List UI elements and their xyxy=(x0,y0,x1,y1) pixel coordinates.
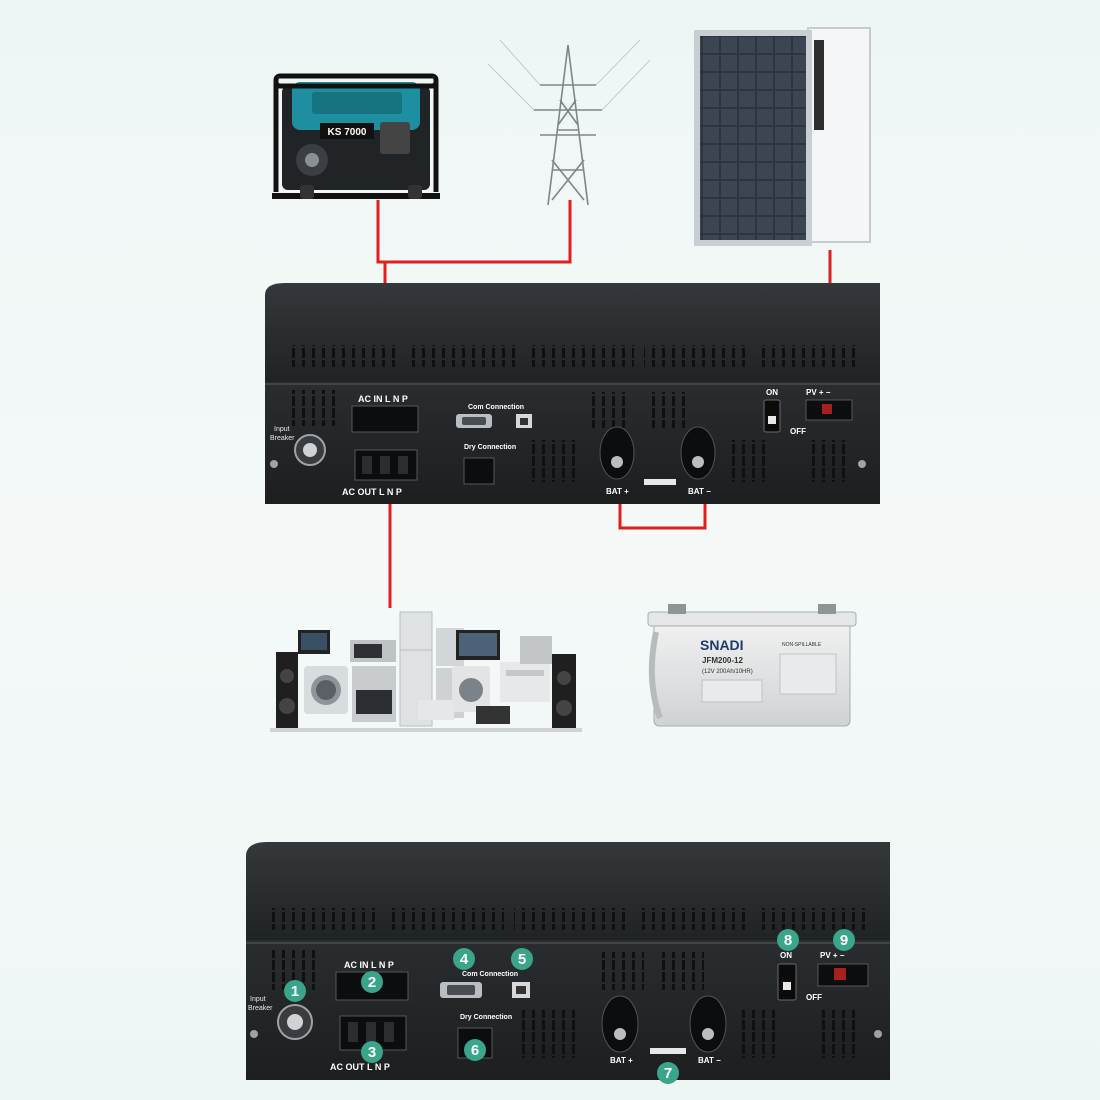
battery-minus-terminal xyxy=(689,995,727,1053)
svg-text:5: 5 xyxy=(518,951,526,968)
inverter-top: Input Breaker AC IN L N P AC OUT L N P C… xyxy=(265,283,880,504)
battery-plus-terminal xyxy=(601,995,639,1053)
com-connection-label: Com Connection xyxy=(468,404,524,411)
input-breaker-label-1: Input xyxy=(274,426,290,433)
marker-4: 4 xyxy=(453,948,475,970)
dry-connection-label: Dry Connection xyxy=(460,1014,512,1021)
bat-plus-label: BAT + xyxy=(610,1056,633,1065)
svg-text:9: 9 xyxy=(840,932,848,949)
wire-grid xyxy=(385,200,572,264)
on-label: ON xyxy=(780,951,792,960)
svg-text:2: 2 xyxy=(368,974,376,991)
input-breaker-label-2: Breaker xyxy=(248,1005,273,1012)
marker-2: 2 xyxy=(361,971,383,993)
marker-8: 8 xyxy=(777,929,799,951)
pv-label: PV + − xyxy=(820,951,845,960)
battery-plus-terminal xyxy=(599,426,635,480)
ac-in-terminal xyxy=(351,405,419,433)
marker-7: 7 xyxy=(657,1062,679,1084)
generator: KS 7000 xyxy=(272,73,440,199)
dry-connection-port xyxy=(463,457,495,485)
inverter-bottom: Input Breaker AC IN L N P AC OUT L N P C… xyxy=(246,842,890,1080)
marker-9: 9 xyxy=(833,929,855,951)
generator-model: KS 7000 xyxy=(328,127,367,138)
ac-out-label: AC OUT L N P xyxy=(342,487,402,497)
battery-minus-terminal xyxy=(680,426,716,480)
svg-text:1: 1 xyxy=(291,983,299,1000)
input-breaker-label-2: Breaker xyxy=(270,435,295,442)
bat-plus-label: BAT + xyxy=(606,487,629,496)
solar-panel xyxy=(694,27,871,246)
svg-text:4: 4 xyxy=(460,951,469,968)
ac-out-label: AC OUT L N P xyxy=(330,1062,390,1072)
ac-in-label: AC IN L N P xyxy=(344,960,394,970)
com-connection-label: Com Connection xyxy=(462,971,518,978)
battery-brand: SNADI xyxy=(700,637,744,653)
marker-3: 3 xyxy=(361,1041,383,1063)
battery-tag: NON-SPILLABLE xyxy=(782,642,822,648)
marker-1: 1 xyxy=(284,980,306,1002)
marker-6: 6 xyxy=(464,1039,486,1061)
input-breaker-label-1: Input xyxy=(250,996,266,1003)
pv-label: PV + − xyxy=(806,388,831,397)
battery: SNADI JFM200-12 (12V 200Ah/10HR) NON-SPI… xyxy=(647,604,857,727)
off-label: OFF xyxy=(790,427,806,436)
svg-text:7: 7 xyxy=(664,1065,672,1082)
svg-text:8: 8 xyxy=(784,932,792,949)
battery-spec: (12V 200Ah/10HR) xyxy=(702,669,753,675)
marker-5: 5 xyxy=(511,948,533,970)
svg-text:3: 3 xyxy=(368,1044,376,1061)
home-appliances xyxy=(270,611,582,732)
off-label: OFF xyxy=(806,993,822,1002)
ac-in-label: AC IN L N P xyxy=(358,394,408,404)
grid-tower-icon xyxy=(487,39,651,206)
bat-minus-label: BAT − xyxy=(698,1056,721,1065)
battery-model: JFM200-12 xyxy=(702,656,743,665)
dry-connection-label: Dry Connection xyxy=(464,444,516,451)
callout-markers: 1 2 3 4 5 6 7 8 9 xyxy=(284,929,855,1084)
on-label: ON xyxy=(766,388,778,397)
bat-minus-label: BAT − xyxy=(688,487,711,496)
svg-text:6: 6 xyxy=(471,1042,479,1059)
